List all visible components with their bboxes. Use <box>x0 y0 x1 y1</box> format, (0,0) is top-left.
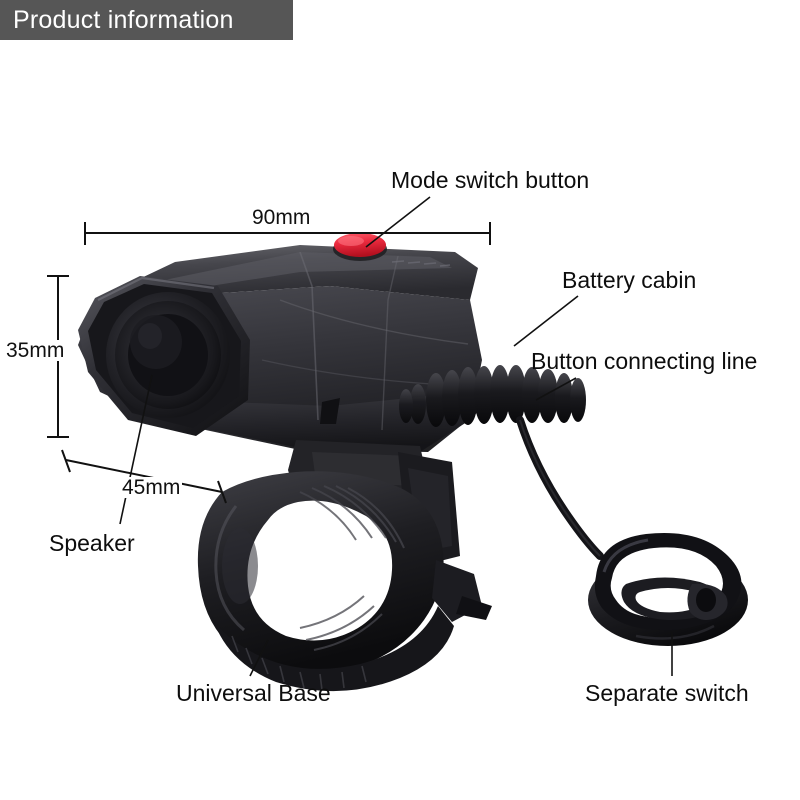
mount-neck <box>288 440 460 566</box>
clamp-ribs <box>299 485 405 651</box>
dimension-label-width: 90mm <box>250 206 313 229</box>
leader-connect-line <box>535 377 577 401</box>
callout-label-universal-base: Universal Base <box>176 680 331 706</box>
callout-label-separate-switch: Separate switch <box>585 680 749 706</box>
leader-battery <box>513 295 579 347</box>
dimension-label-height: 35mm <box>4 339 67 362</box>
horn-body <box>78 245 482 452</box>
leader-speaker <box>119 374 153 525</box>
mode-switch-button <box>333 233 387 261</box>
cable-coil <box>426 365 586 427</box>
leader-universal-base <box>249 639 269 677</box>
callout-label-speaker: Speaker <box>49 530 135 556</box>
header-banner: Product information <box>0 0 293 40</box>
page-title: Product information <box>13 5 234 34</box>
callout-label-battery-cabin: Battery cabin <box>562 267 697 293</box>
button-connecting-line <box>399 365 604 560</box>
dimension-lines <box>47 222 491 504</box>
callout-label-connecting-line: Button connecting line <box>531 348 758 374</box>
separate-switch <box>588 532 748 646</box>
dimension-label-depth: 45mm <box>120 476 183 499</box>
callout-label-mode-switch: Mode switch button <box>391 167 590 193</box>
universal-base <box>197 471 492 692</box>
leader-mode-switch <box>365 196 431 248</box>
